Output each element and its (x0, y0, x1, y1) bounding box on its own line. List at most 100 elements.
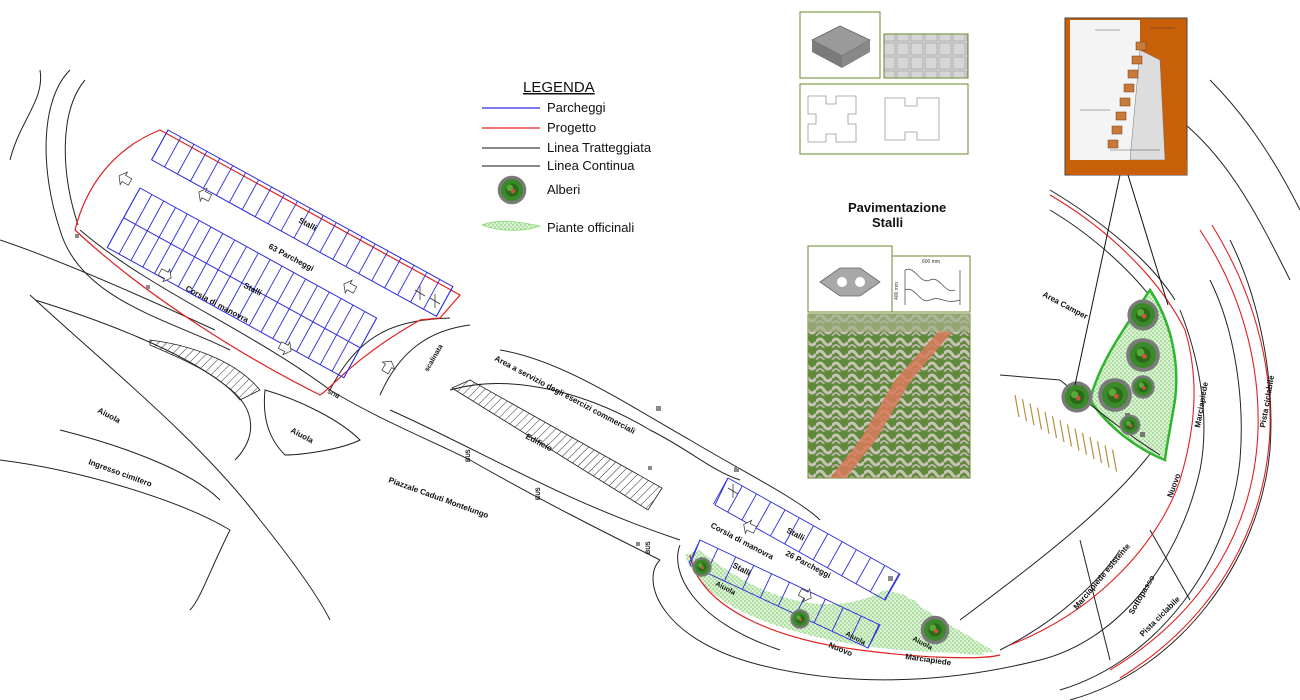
parking-stall-line (727, 485, 743, 513)
parking-stall-line (384, 257, 402, 289)
parking-stall-line (293, 208, 311, 239)
parking-stall-line (812, 533, 829, 561)
raised-island (263, 389, 361, 456)
parking-stall-line (849, 615, 862, 640)
parking-stall-line (248, 265, 283, 326)
camper-bay-line (1074, 428, 1080, 451)
parking-stall-line (798, 525, 814, 553)
paving-title-line1: Pavimentazione (848, 200, 946, 215)
wall-section-detail (1064, 17, 1188, 176)
legend-item-tratteggiata: Linea Tratteggiata (547, 140, 652, 155)
parking-stall-line (106, 187, 141, 248)
parking-stall-line (177, 226, 212, 287)
parking-stall-line (884, 573, 900, 601)
label-piazzale: Piazzale Caduti Montelungo (387, 475, 490, 520)
camper-bay-line (1021, 399, 1028, 422)
camper-bay-line (1104, 445, 1110, 468)
label-ingresso-cimitero: Ingresso cimitero (87, 457, 153, 488)
parking-stall-line (319, 222, 337, 253)
parking-stall-line (741, 493, 757, 521)
parking-stall-line (770, 509, 786, 537)
parking-stall-line (267, 193, 285, 225)
parking-stall-line (760, 573, 773, 598)
parking-stall-line (213, 246, 247, 307)
parking-stall-line (272, 278, 307, 339)
parking-stall-line (345, 236, 363, 267)
paving-title-line2: Stalli (872, 215, 903, 230)
tree-icon (920, 615, 950, 645)
paving-dimension-height: 400 mm (894, 282, 900, 300)
camper-bay-line (1089, 436, 1095, 460)
label-stalli-lower-1: Stalli (785, 526, 806, 543)
paving-reference-top (799, 11, 969, 155)
parking-stall-line (712, 477, 729, 505)
parking-stall-line (225, 252, 259, 313)
parking-stall-line (688, 539, 701, 564)
camper-bay-line (1014, 394, 1020, 418)
camper-bay-line (1036, 407, 1043, 430)
label-stalli-upper-1: Stalli (297, 216, 318, 233)
tree-icon (790, 609, 810, 629)
label-parcheggi-upper: 63 Parcheggi (267, 242, 315, 273)
parking-stall-line (254, 186, 272, 217)
parking-stall-line (306, 215, 324, 246)
parking-stall-line (869, 565, 886, 593)
road-lines (0, 69, 1300, 700)
parking-stall-line (742, 565, 755, 590)
upper-parking-project-outline (74, 129, 461, 396)
parking-stall-line (260, 272, 295, 333)
parking-stall-line (436, 286, 454, 317)
parking-stall-line (280, 200, 298, 232)
hatched-curb (149, 339, 261, 401)
parking-stall-line (867, 624, 880, 649)
legend-item-continua: Linea Continua (547, 158, 635, 173)
upper-parking (74, 129, 461, 396)
detail-connector-lines (1074, 174, 1169, 386)
parking-stall-line (236, 259, 271, 320)
camper-bay-line (1066, 424, 1073, 447)
tree-icon (1127, 299, 1159, 331)
parking-stall-line (241, 179, 260, 210)
label-bus-2: BUS (536, 487, 542, 500)
parking-stall-line (296, 291, 330, 352)
motorbike-stall-lower (727, 484, 739, 498)
parking-stall-line (177, 144, 195, 175)
parking-stall-line (130, 200, 165, 261)
parking-stall-line (190, 151, 208, 182)
parking-stall-line (777, 582, 790, 607)
parking-stall-line (755, 501, 772, 529)
parking-stall-line (331, 311, 366, 372)
parking-stall-line (784, 517, 800, 545)
label-marciapiede-esistente: Marciapiede esistente (1072, 541, 1133, 611)
parking-stall-line (165, 220, 200, 281)
hatched-building (451, 379, 663, 511)
parking-stall-line (228, 172, 247, 203)
parking-stall-line (151, 129, 169, 161)
parking-stall-line (841, 549, 857, 577)
camper-bay-line (1029, 403, 1035, 426)
tree-icon (692, 557, 712, 577)
parking-stall-line (371, 250, 389, 281)
legend-item-piante: Piante officinali (547, 220, 634, 235)
parking-stall-line (397, 265, 415, 296)
camper-bay-line (1044, 411, 1050, 434)
parking-stall-line (813, 599, 826, 623)
label-marciapiede-lower: Marciapiede (905, 652, 953, 667)
tree-icon (1061, 381, 1093, 413)
parking-stall-line (154, 213, 188, 274)
parking-stall-line (831, 607, 844, 632)
parking-stall-line (215, 165, 234, 196)
camper-bay-line (1059, 420, 1065, 443)
label-bus-4: BUS (646, 541, 652, 554)
parking-row-outline (714, 477, 901, 601)
parking-stall-line (201, 239, 236, 300)
tree-icon (1126, 338, 1160, 372)
parking-stall-line (423, 279, 441, 310)
tree-icon (1131, 375, 1155, 399)
legend-title: LEGENDA (523, 79, 595, 96)
parking-stall-line (827, 541, 843, 569)
parking-stall-line (189, 233, 224, 294)
legend-tree-icon (497, 175, 527, 205)
camper-green-area (1014, 287, 1178, 472)
parking-stall-line (724, 556, 737, 581)
